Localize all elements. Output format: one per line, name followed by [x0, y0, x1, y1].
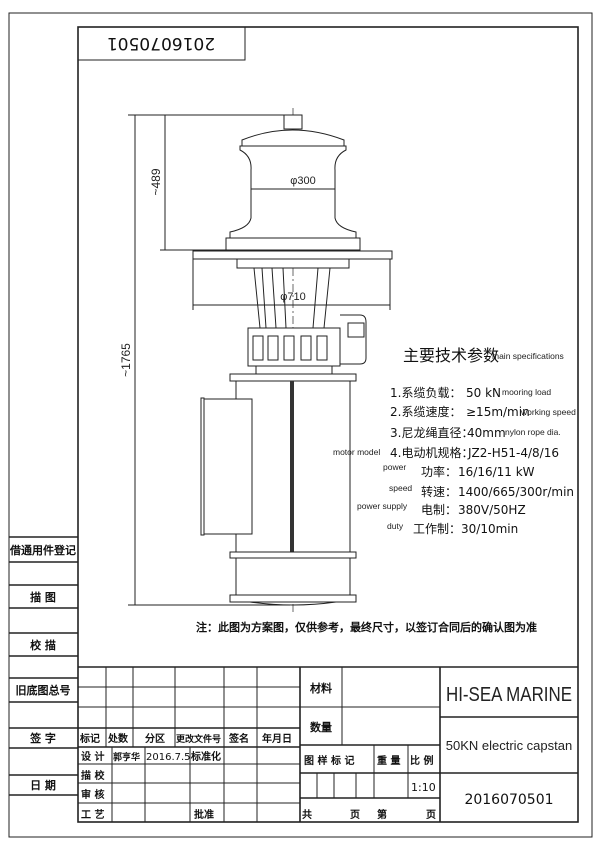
spec-value: 380V/50HZ	[458, 503, 526, 517]
side-label-trace-check: 校 描	[30, 638, 56, 652]
spec-value: ≥15m/min	[466, 405, 530, 419]
terminal-box	[203, 398, 253, 535]
page-unit-label-2: 页	[426, 809, 436, 821]
design-label: 设 计	[81, 750, 104, 763]
junction-box	[347, 322, 365, 338]
drum-base-flange	[225, 237, 361, 251]
spec-label-en: nylon rope dia.	[505, 427, 561, 437]
spec-label-en: speed	[389, 483, 412, 493]
designer-name: 郭亨华	[113, 751, 140, 763]
drawing-number: 2016070501	[464, 792, 553, 808]
spec-title-en: main specifications	[492, 351, 564, 361]
scale-value: 1:10	[411, 781, 436, 794]
spec-value: 50 kN	[466, 386, 501, 400]
header-mark: 标记	[79, 732, 100, 745]
drawing-mark-label: 图 样 标 记	[304, 754, 354, 767]
header-count: 处数	[107, 732, 129, 745]
approve-label: 批准	[194, 808, 214, 821]
spec-title-cn: 主要技术参数	[403, 346, 499, 365]
motor-shaft	[290, 381, 294, 553]
total-pages-label: 共	[302, 808, 312, 821]
weight-label: 重 量	[377, 754, 400, 767]
support-legs	[253, 267, 331, 329]
side-label-signature: 签 字	[29, 731, 56, 745]
process-label: 工 艺	[81, 808, 104, 821]
spec-value: 30/10min	[461, 522, 518, 536]
spec-label-en: power	[383, 462, 406, 472]
spec-value: 40mm	[467, 426, 506, 440]
side-label-date: 日 期	[30, 778, 56, 792]
side-label-old-drawing-no: 旧底图总号	[16, 683, 71, 697]
overall-height-label: ~1765	[119, 343, 133, 377]
header-date: 年月日	[262, 732, 292, 745]
deck-plate	[192, 250, 393, 260]
specifications: 主要技术参数 main specifications 1.系缆负载： 50 kN…	[333, 346, 576, 536]
spec-label: 2.系缆速度：	[390, 404, 461, 419]
drum-dome	[241, 129, 345, 147]
spec-label-en: working speed	[520, 407, 576, 417]
spec-label: 4.电动机规格：	[390, 445, 473, 460]
company-name: HI-SEA MARINE	[446, 684, 572, 706]
drawing-note: 注：此图为方案图，仅供参考，最终尺寸，以签订合同后的确认图为准	[196, 620, 537, 634]
rotated-number-box: 2016070501	[77, 26, 246, 61]
gear-housing	[236, 258, 350, 269]
outer-border	[8, 12, 593, 838]
deck-plate-diameter-label: φ710	[280, 291, 306, 303]
material-label: 材料	[310, 681, 332, 695]
housing-windows	[252, 335, 328, 361]
drum-height-label: ~489	[149, 168, 163, 195]
side-label-tracing: 描 图	[30, 590, 56, 604]
spec-label-en: duty	[387, 521, 404, 531]
design-date: 2016.7.5	[146, 752, 191, 763]
header-change-doc: 更改文件号	[176, 733, 221, 745]
quantity-label: 数量	[310, 720, 332, 734]
cable-conduit	[340, 314, 367, 365]
page-number-label: 第	[377, 808, 387, 821]
motor-mid-flange	[229, 551, 357, 559]
spec-label: 工作制：	[413, 522, 461, 536]
spec-label-en: mooring load	[502, 387, 551, 397]
spec-label: 电制：	[421, 503, 457, 517]
title-block: 标记 处数 分区 更改文件号 签名 年月日 设 计 郭亨华 2016.7.5 标…	[78, 666, 578, 822]
spec-value: 16/16/11 kW	[458, 465, 535, 479]
side-label-borrowed-parts: 借通用件登记	[9, 543, 76, 557]
header-signature: 签名	[228, 732, 249, 745]
spec-label: 1.系缆负载：	[390, 386, 461, 400]
scale-label: 比 例	[410, 754, 433, 767]
motor-lower-body	[235, 557, 351, 596]
capstan-drawing: ~1765 ~489 φ300 φ710	[119, 108, 393, 615]
rotated-drawing-number: 2016070501	[107, 33, 215, 53]
motor-bottom-flange	[229, 594, 357, 603]
spec-label-en: power supply	[357, 501, 408, 511]
spec-label: 功率：	[421, 464, 457, 479]
motor-top-flange	[229, 373, 357, 382]
header-zone: 分区	[145, 732, 165, 745]
review-label: 审 核	[81, 788, 104, 801]
spec-value: 1400/665/300r/min	[458, 485, 574, 499]
top-cap	[283, 114, 303, 130]
drum-diameter-label: φ300	[290, 175, 316, 187]
inner-frame	[77, 26, 579, 823]
product-name: 50KN electric capstan	[446, 738, 572, 753]
warping-drum	[229, 145, 357, 239]
spec-label: 3.尼龙绳直径：	[390, 426, 473, 440]
page-unit-label: 页	[350, 809, 360, 821]
spec-label-en: motor model	[333, 447, 380, 457]
standardization-label: 标准化	[190, 750, 221, 763]
spec-label: 转速：	[421, 484, 457, 499]
spec-value: JZ2-H51-4/8/16	[467, 446, 559, 460]
side-column: 借通用件登记 描 图 校 描 旧底图总号 签 字 日 期	[9, 536, 78, 796]
trace-check-label: 描 校	[81, 769, 105, 782]
